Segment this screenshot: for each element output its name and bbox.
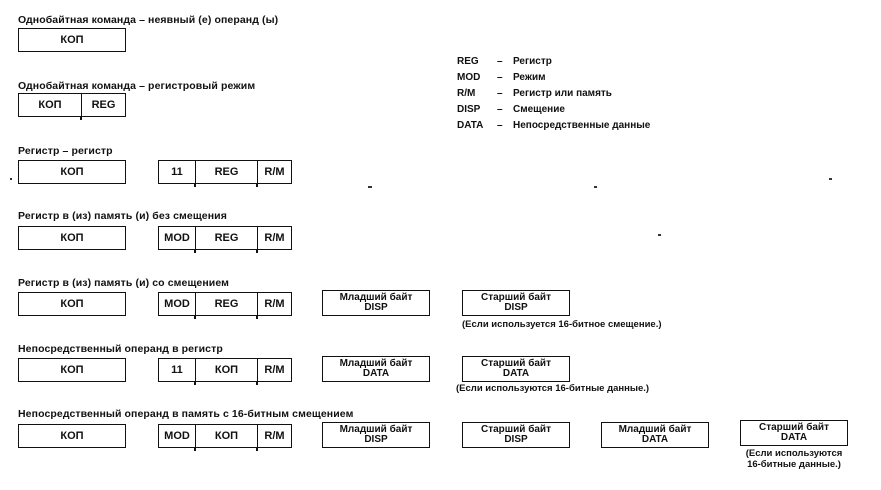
byte-type: DISP [364, 434, 388, 445]
rm-field: R/M [256, 293, 291, 319]
scan-speck [368, 186, 372, 188]
rm-field: R/M [256, 359, 291, 385]
modrm-box: MOD КОП R/M [158, 424, 292, 451]
low-byte-disp-box: Младший байт DISP [322, 290, 430, 316]
byte-type: DISP [504, 434, 528, 445]
opcode-box: КОП [18, 28, 126, 52]
reg-field: REG [80, 94, 125, 120]
opcode-reg-box: КОП REG [18, 93, 126, 120]
legend-row-mod: MOD – Режим [457, 69, 650, 85]
condition-note-line: (Если используются [745, 448, 843, 459]
low-byte-data-box: Младший байт DATA [601, 422, 709, 448]
legend: REG – Регистр MOD – Режим R/M – Регистр … [457, 53, 650, 133]
byte-label: Младший байт [339, 358, 413, 369]
scan-speck [829, 178, 832, 180]
legend-dash: – [497, 119, 503, 131]
condition-note-line: 16-битные данные.) [747, 459, 841, 470]
legend-dash: – [497, 103, 503, 115]
rm-field: R/M [256, 425, 291, 451]
mod-field: MOD [164, 298, 190, 310]
byte-label: Младший байт [618, 424, 692, 435]
format-caption: Непосредственный операнд в регистр [18, 343, 223, 355]
opcode-box: КОП [18, 424, 126, 448]
reg-field: REG [194, 227, 257, 253]
reg-field: REG [194, 161, 257, 187]
legend-dash: – [497, 87, 503, 99]
legend-abbr: R/M [457, 87, 476, 99]
byte-label: Старший байт [481, 424, 551, 435]
byte-type: DATA [502, 368, 530, 379]
legend-desc: Непосредственные данные [513, 119, 651, 131]
byte-type: DISP [504, 302, 528, 313]
byte-type: DATA [641, 434, 669, 445]
scan-speck [658, 234, 661, 236]
rm-field: R/M [256, 227, 291, 253]
high-byte-disp-box: Старший байт DISP [462, 422, 570, 448]
condition-note: (Если используются 16-битные данные.) [456, 383, 650, 394]
legend-abbr: REG [457, 55, 479, 67]
high-byte-data-box: Старший байт DATA [462, 356, 570, 382]
mod-field: MOD [164, 430, 190, 442]
high-byte-disp-box: Старший байт DISP [462, 290, 570, 316]
format-caption: Однобайтная команда – неявный (е) операн… [18, 14, 279, 26]
opcode-ext-field: КОП [194, 359, 257, 385]
byte-type: DATA [362, 368, 390, 379]
legend-desc: Смещение [513, 103, 565, 115]
opcode-box: КОП [18, 160, 126, 184]
opcode-box: КОП [18, 358, 126, 382]
reg-field: REG [194, 293, 257, 319]
legend-row-rm: R/M – Регистр или память [457, 85, 650, 101]
legend-row-reg: REG – Регистр [457, 53, 650, 69]
format-caption: Непосредственный операнд в память с 16-б… [18, 408, 354, 420]
legend-dash: – [497, 55, 503, 67]
byte-type: DATA [780, 432, 808, 443]
format-caption: Регистр в (из) память (и) со смещением [18, 277, 230, 289]
condition-note: (Если используются 16-битные данные.) [734, 448, 854, 470]
scan-speck [10, 178, 12, 180]
scan-speck [594, 186, 597, 188]
format-caption: Однобайтная команда – регистровый режим [18, 80, 256, 92]
mod-field: 11 [171, 166, 183, 178]
opcode-field: КОП [38, 99, 62, 111]
byte-label: Младший байт [339, 424, 413, 435]
opcode-box: КОП [18, 226, 126, 250]
byte-label: Старший байт [481, 358, 551, 369]
byte-label: Старший байт [481, 292, 551, 303]
format-caption: Регистр в (из) память (и) без смещения [18, 210, 227, 222]
modrm-box: MOD REG R/M [158, 226, 292, 253]
mod-field: MOD [164, 232, 190, 244]
legend-abbr: DATA [457, 119, 484, 131]
low-byte-disp-box: Младший байт DISP [322, 422, 430, 448]
low-byte-data-box: Младший байт DATA [322, 356, 430, 382]
modrm-box: 11 REG R/M [158, 160, 292, 187]
byte-label: Старший байт [759, 422, 829, 433]
rm-field: R/M [256, 161, 291, 187]
high-byte-data-box: Старший байт DATA [740, 420, 848, 446]
legend-desc: Режим [513, 71, 546, 83]
legend-desc: Регистр или память [513, 87, 612, 99]
condition-note: (Если используется 16-битное смещение.) [462, 319, 662, 330]
legend-abbr: DISP [457, 103, 481, 115]
opcode-box: КОП [18, 292, 126, 316]
opcode-ext-field: КОП [194, 425, 257, 451]
byte-label: Младший байт [339, 292, 413, 303]
modrm-box: MOD REG R/M [158, 292, 292, 319]
modrm-box: 11 КОП R/M [158, 358, 292, 385]
legend-dash: – [497, 71, 503, 83]
legend-row-data: DATA – Непосредственные данные [457, 117, 650, 133]
mod-field: 11 [171, 364, 183, 376]
format-caption: Регистр – регистр [18, 145, 113, 157]
legend-desc: Регистр [513, 55, 552, 67]
legend-row-disp: DISP – Смещение [457, 101, 650, 117]
byte-type: DISP [364, 302, 388, 313]
legend-abbr: MOD [457, 71, 481, 83]
